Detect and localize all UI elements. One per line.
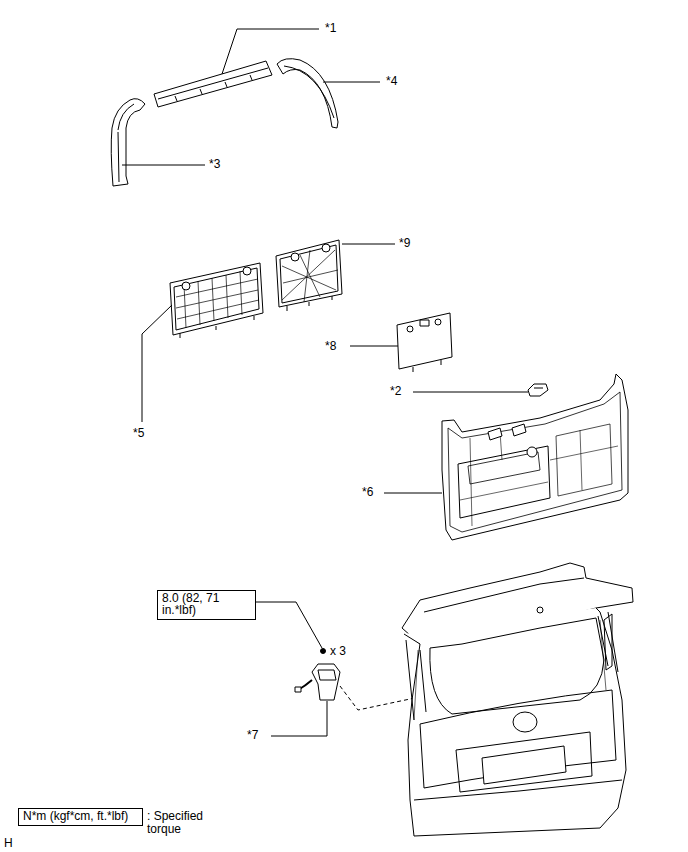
module-body [312,664,340,700]
legend-text: : Specified torque [147,810,219,836]
cover-plate [397,313,452,372]
torque-box: 8.0 (82, 71 in.*lbf) [157,590,256,620]
corner-mark: H [4,837,13,850]
license-plate [482,746,566,784]
leader-line [413,392,528,393]
left-pillar-trim [111,99,145,186]
leader-line [256,602,322,648]
leader-line [222,29,319,74]
vehicle-rear [402,563,633,836]
panel-inner [174,268,259,330]
hatch-edge [424,578,584,612]
board-outline [442,374,628,540]
plate-tab [413,360,441,372]
small-cover [528,384,548,396]
cover-outline [528,384,548,396]
small-panel [276,240,342,311]
callout-number: *1 [325,22,336,35]
board-handle [468,452,540,484]
pillar-edge [284,66,334,118]
back-door-lower [420,690,616,788]
trim-clip [175,75,252,101]
body-pillar [406,612,618,720]
camera [537,607,543,613]
right-pillar-trim [277,59,338,128]
callout-number: *3 [209,158,220,171]
leader-line [271,701,327,736]
lamp [604,614,612,670]
callout-number: *9 [399,237,410,250]
board-ribs [460,430,618,526]
panel-tab [287,296,332,311]
quantity-note: x 3 [330,645,346,658]
plate-hole [420,320,429,326]
torque-value: N*m (kgf*cm, ft.*lbf) [23,810,138,822]
trim-outline [154,61,272,107]
leader-line [323,82,380,83]
plate-outline [397,313,452,369]
plate-recess [456,732,592,792]
torque-value: 8.0 (82, 71 in.*lbf) [162,592,251,616]
panel-clip [182,282,190,290]
callout-number: *5 [133,427,144,440]
leader-line [142,305,172,422]
panel-clip [322,244,330,252]
leader-line [342,244,395,245]
board-inner [448,392,622,532]
panel-outline [170,263,263,335]
panel-clip [291,253,299,261]
panel-inner [280,245,338,303]
pillar-outline [277,59,338,128]
grid-panel [170,263,263,338]
leader-line [122,165,205,166]
pillar-edge [118,104,134,182]
board-clip [488,424,526,440]
module-connector [295,687,301,692]
trim-edge [158,68,268,99]
leader-line [350,346,398,347]
panel-ribs [282,250,338,302]
callout-number: *4 [386,75,397,88]
callout-number: *2 [390,385,401,398]
strut [600,620,606,690]
board-panel [556,424,612,496]
legend-box: N*m (kgf*cm, ft.*lbf) [18,808,143,826]
rear-opening [430,618,604,714]
emblem [513,712,537,732]
callout-number: *8 [325,340,336,353]
bumper-line [414,780,622,800]
upper-trim [154,61,272,107]
module-bracket [318,670,336,680]
callout-number: *6 [362,486,373,499]
plate-clip [435,319,441,325]
bolt [321,649,326,654]
callout-number: *7 [247,729,258,742]
strut [414,650,418,720]
cover-edge [534,388,543,389]
panel-grid [176,271,259,328]
panel-clip [243,267,251,275]
door-trim-board [442,374,628,540]
board-hole [527,447,537,457]
plate-clip [407,326,413,332]
pillar-outline [111,99,145,186]
leader-line [384,493,442,494]
body-outline [404,608,626,836]
panel-tab [180,316,254,338]
